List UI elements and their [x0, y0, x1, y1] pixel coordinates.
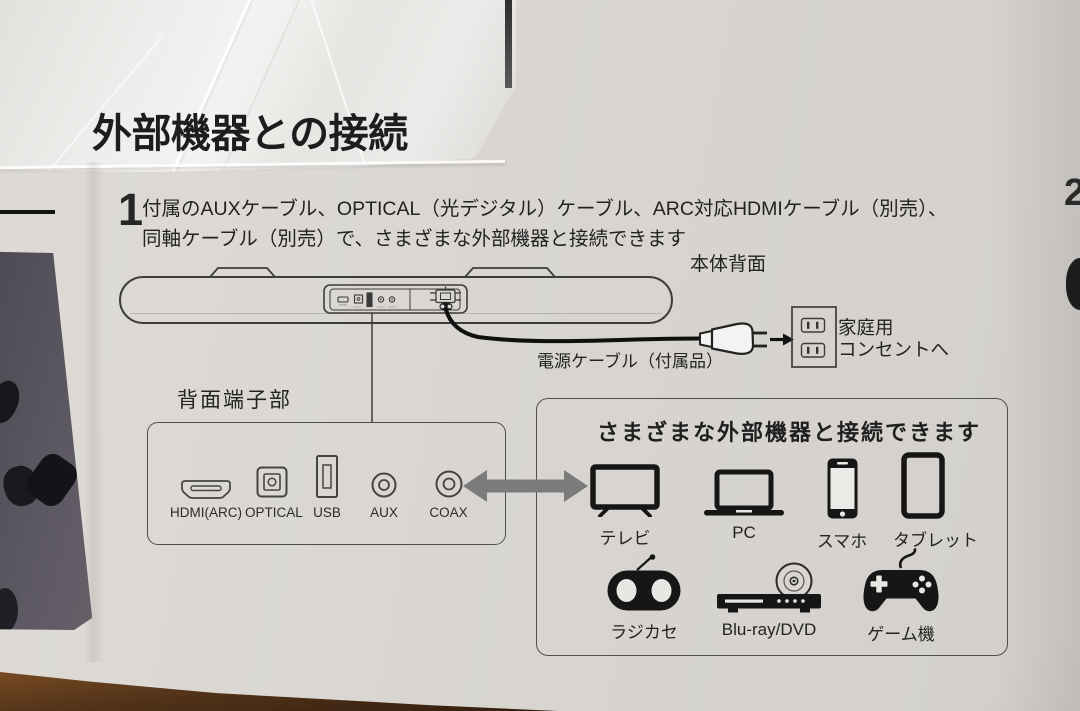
laptop-icon [704, 469, 784, 516]
page-title: 外部機器との接続 [92, 112, 408, 156]
port-label: HDMI(ARC) [170, 505, 242, 520]
rear-panel-label: 背面端子部 [177, 389, 292, 412]
device-label: ゲーム機 [867, 625, 935, 644]
tablet-icon [901, 452, 945, 519]
device-bluray: Blu-ray/DVD [711, 547, 827, 640]
table-surface [0, 671, 558, 711]
bluray-player-icon [717, 562, 821, 613]
port-label: COAX [429, 505, 468, 520]
partial-print-blob [1066, 258, 1080, 310]
game-controller-icon [863, 548, 939, 612]
devices-panel-title: さまざまな外部機器と接続できます [597, 420, 982, 445]
power-cable-label: 電源ケーブル（付属品） [537, 352, 723, 371]
port-label: AUX [370, 505, 398, 520]
side-product-photo [0, 251, 93, 630]
photo-object [0, 588, 18, 630]
device-label: PC [732, 523, 756, 542]
device-label: タブレット [893, 531, 978, 550]
device-boombox: ラジカセ [597, 549, 691, 643]
device-label: Blu-ray/DVD [721, 620, 817, 639]
port-usb: USB [304, 441, 350, 520]
tv-icon [590, 464, 660, 517]
power-plug-icon [699, 322, 767, 355]
device-smartphone: スマホ [812, 456, 872, 552]
rear-ports-panel: HDMI(ARC) OPTICAL USB AUX C [147, 422, 506, 545]
device-label: テレビ [599, 529, 651, 548]
boombox-icon [607, 554, 681, 611]
step-instruction-line1: 付属のAUXケーブル、OPTICAL（光デジタル）ケーブル、ARC対応HDMIケ… [142, 198, 948, 220]
outlet-label-line2: コンセントへ [838, 339, 950, 360]
step-instruction-line2: 同軸ケーブル（別売）で、さまざまな外部機器と接続できます [142, 228, 687, 250]
mini-port-glyphs [337, 292, 396, 308]
port-hdmi-arc: HDMI(ARC) [166, 441, 246, 520]
arrow-to-outlet-icon [770, 333, 794, 346]
device-game: ゲーム機 [855, 545, 947, 645]
device-tablet: タブレット [893, 451, 978, 551]
wall-outlet-icon [791, 306, 837, 368]
bidirectional-arrow-icon [463, 470, 588, 502]
device-pc: PC [703, 466, 785, 543]
left-crop-dash [0, 210, 55, 214]
usb-port-icon [316, 455, 338, 498]
soundbar-body [119, 267, 673, 324]
partial-next-step-number: 2 [1064, 172, 1080, 214]
smartphone-icon [827, 458, 857, 519]
port-coax: COAX [424, 441, 473, 520]
device-label: スマホ [816, 532, 868, 551]
optical-port-icon [256, 466, 288, 498]
hdmi-port-icon [181, 480, 231, 499]
devices-panel: さまざまな外部機器と接続できます テレビ PC スマホ [536, 398, 1008, 656]
power-cable [444, 308, 702, 344]
outlet-label-line1: 家庭用 [838, 317, 894, 338]
aux-port-icon [371, 472, 397, 498]
port-label: OPTICAL [245, 505, 303, 520]
photo-object [0, 376, 25, 428]
box-gap-line [505, 0, 512, 88]
step-instruction: 付属のAUXケーブル、OPTICAL（光デジタル）ケーブル、ARC対応HDMIケ… [142, 194, 947, 254]
device-label: ラジカセ [610, 623, 678, 642]
port-label: USB [313, 505, 341, 520]
device-tv: テレビ [585, 461, 665, 549]
soundbar-rear-diagram [119, 267, 837, 422]
rear-view-label: 本体背面 [690, 254, 767, 275]
port-optical: OPTICAL [245, 441, 303, 520]
box-fold-shadow [84, 162, 104, 662]
step-number: 1 [118, 184, 144, 235]
outlet-label: 家庭用 コンセントへ [838, 317, 949, 361]
coax-port-icon [435, 470, 462, 498]
power-inlet-icon [430, 286, 461, 311]
port-aux: AUX [360, 441, 408, 520]
plastic-wrap [0, 0, 516, 172]
